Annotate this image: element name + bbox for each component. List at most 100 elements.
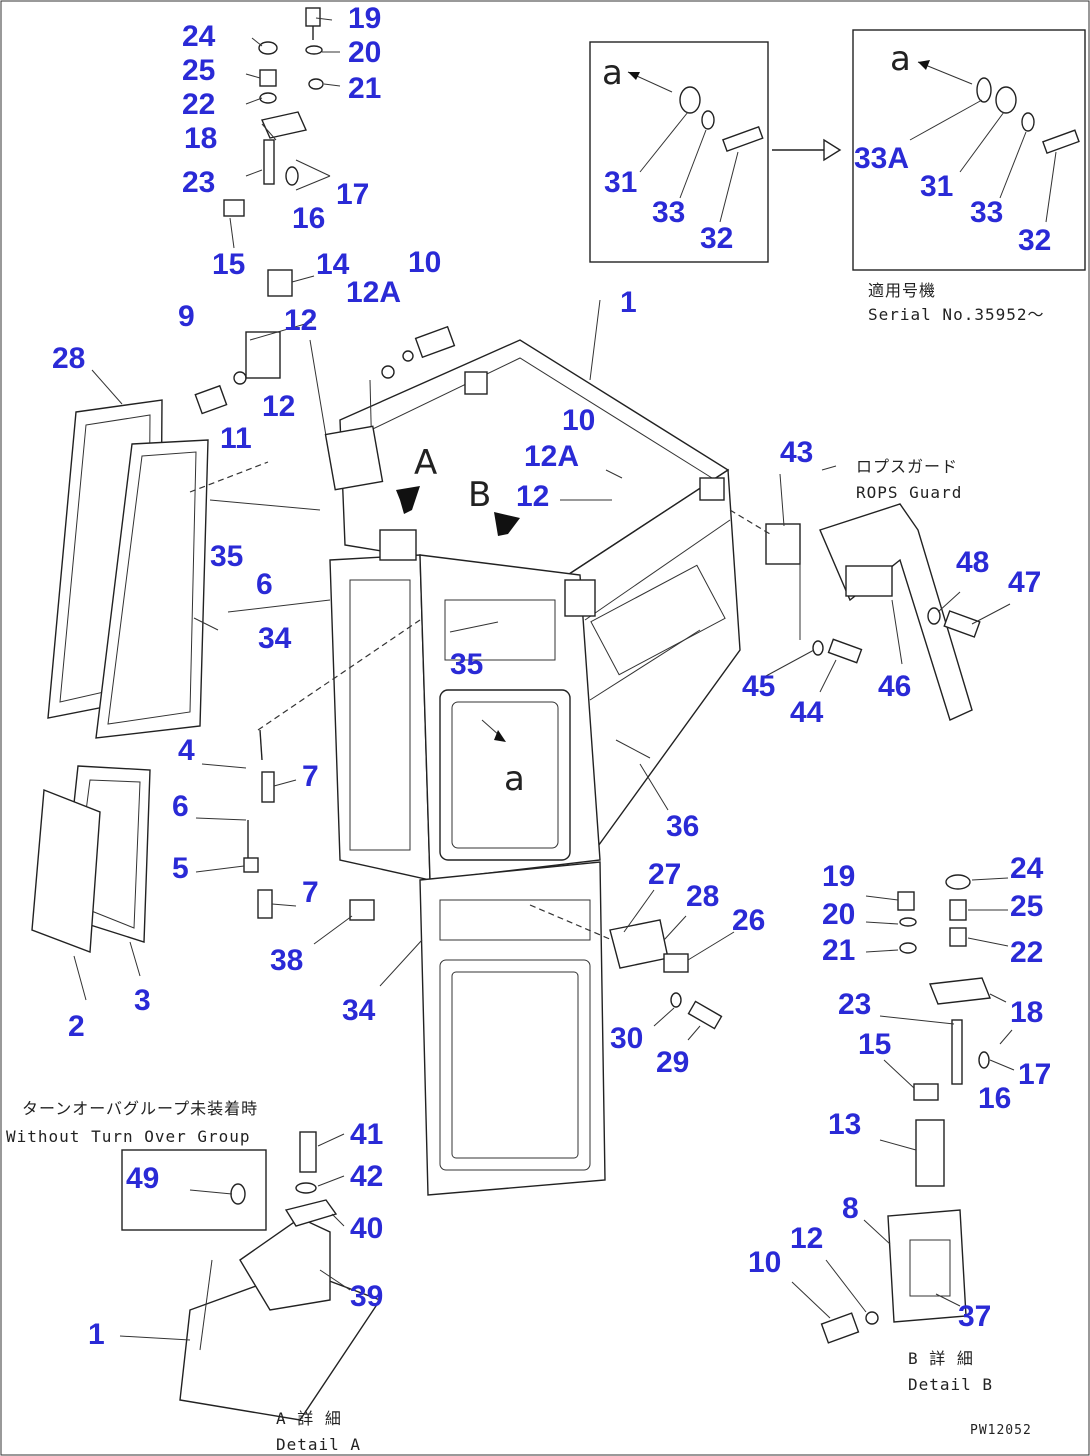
part-49 (230, 1183, 246, 1205)
part-31-bracket-b (995, 86, 1017, 114)
hinge-plate-14 (267, 269, 293, 297)
callout-23-lower: 23 (838, 988, 871, 1021)
callout-2: 2 (68, 1010, 85, 1043)
callout-43: 43 (780, 436, 813, 469)
block-37 (909, 1239, 951, 1297)
lock-group-left (243, 619, 421, 921)
callout-31-right-inset: 31 (920, 170, 953, 203)
callout-31-left-inset: 31 (604, 166, 637, 199)
view-arrow-A (396, 486, 420, 514)
washer-42 (295, 1182, 317, 1194)
callout-40: 40 (350, 1212, 383, 1245)
callout-10-mid: 10 (562, 404, 595, 437)
left-window-group (31, 399, 321, 953)
callout-35-left: 35 (210, 540, 243, 573)
ring-16 (285, 166, 299, 186)
callout-16-lower: 16 (978, 1082, 1011, 1115)
callout-33-right-inset: 33 (970, 196, 1003, 229)
notes: 適用号機 Serial No.35952～ ロプスガード ROPS Guard … (6, 281, 1045, 1454)
washer-21b (899, 942, 917, 954)
part-33-washer (701, 110, 715, 130)
washer-20 (305, 45, 323, 55)
plate-40 (284, 1199, 338, 1227)
view-label-a-left-inset: a (602, 53, 623, 93)
callout-13: 13 (828, 1108, 861, 1141)
callout-15-upper: 15 (212, 248, 245, 281)
callout-7-upper: 7 (302, 760, 319, 793)
bolt-10b (820, 1312, 860, 1344)
callout-32-right-inset: 32 (1018, 224, 1051, 257)
callout-6-upper: 6 (256, 568, 273, 601)
callout-9: 9 (178, 300, 195, 333)
callout-24-upper: 24 (182, 20, 216, 53)
detail-b-en: Detail B (908, 1375, 993, 1394)
callout-17-upper: 17 (336, 178, 369, 211)
screw-19 (305, 7, 321, 27)
front-door-frame (419, 861, 606, 1196)
callout-21-upper: 21 (348, 72, 381, 105)
callout-10-top: 10 (408, 246, 441, 279)
nut-24 (258, 41, 278, 55)
bracket-39 (239, 1217, 331, 1311)
part-32-bolt-b (1042, 129, 1080, 155)
leader-lines (73, 17, 1015, 1341)
callout-3: 3 (134, 984, 151, 1017)
callout-36: 36 (666, 810, 699, 843)
callout-42: 42 (350, 1160, 383, 1193)
nut-24b (945, 874, 971, 890)
callout-11: 11 (220, 422, 252, 455)
serial-note-en: Serial No.35952～ (868, 305, 1045, 324)
cab-side-window (590, 564, 726, 676)
callout-14: 14 (316, 248, 350, 281)
callout-22-upper: 22 (182, 88, 215, 121)
without-group-note-en: Without Turn Over Group (6, 1127, 251, 1146)
cab-assembly (329, 339, 741, 1196)
washer-45 (812, 640, 824, 656)
bolt-44 (827, 638, 863, 664)
callout-12-mid: 12 (516, 480, 549, 513)
washer-22b (949, 927, 967, 947)
callout-23-upper: 23 (182, 166, 215, 199)
part-32-bolt (722, 125, 764, 153)
callout-33A: 33A (854, 142, 909, 175)
view-label-B: B (468, 475, 491, 515)
callout-30: 30 (610, 1022, 643, 1055)
latch-group-lower (529, 739, 723, 1030)
drawing-id: PW12052 (970, 1423, 1032, 1438)
view-label-a-lower: a (504, 759, 525, 799)
rops-guard-group (729, 503, 981, 721)
callout-24-lower: 24 (1010, 852, 1044, 885)
callout-4: 4 (178, 734, 195, 767)
callout-38: 38 (270, 944, 303, 977)
spacer-25b (949, 899, 967, 921)
view-label-a-right-inset: a (890, 39, 911, 79)
bolt-47 (943, 610, 981, 638)
inset-after-serial (852, 29, 1086, 271)
callout-27: 27 (648, 858, 681, 891)
cab-left-side (329, 554, 431, 881)
callout-5: 5 (172, 852, 189, 885)
callout-17-lower: 17 (1018, 1058, 1051, 1091)
callout-1-detail-a: 1 (88, 1318, 105, 1351)
rops-note-en: ROPS Guard (856, 483, 962, 502)
callout-12-top: 12 (284, 304, 317, 337)
callout-35-center: 35 (450, 648, 483, 681)
cab-front-upper-glass (444, 599, 556, 661)
detail-b-jp: B 詳 細 (908, 1349, 974, 1368)
callout-34-lower: 34 (342, 994, 376, 1027)
bolt-41 (299, 1131, 317, 1173)
callout-34-left: 34 (258, 622, 292, 655)
callout-29: 29 (656, 1046, 689, 1079)
plate-18b (929, 977, 991, 1005)
callout-48: 48 (956, 546, 989, 579)
view-label-A: A (414, 443, 437, 483)
bracket-13-left (324, 425, 384, 491)
pin-23b (951, 1019, 963, 1085)
latch-7a (261, 771, 275, 803)
callout-41: 41 (350, 1118, 383, 1151)
callout-labels: 1 1 2 3 4 5 6 6 7 7 8 9 10 10 10 11 12 1… (52, 2, 1051, 1351)
callout-46: 46 (878, 670, 911, 703)
callout-16-upper: 16 (292, 202, 325, 235)
bolt-15 (223, 199, 245, 217)
